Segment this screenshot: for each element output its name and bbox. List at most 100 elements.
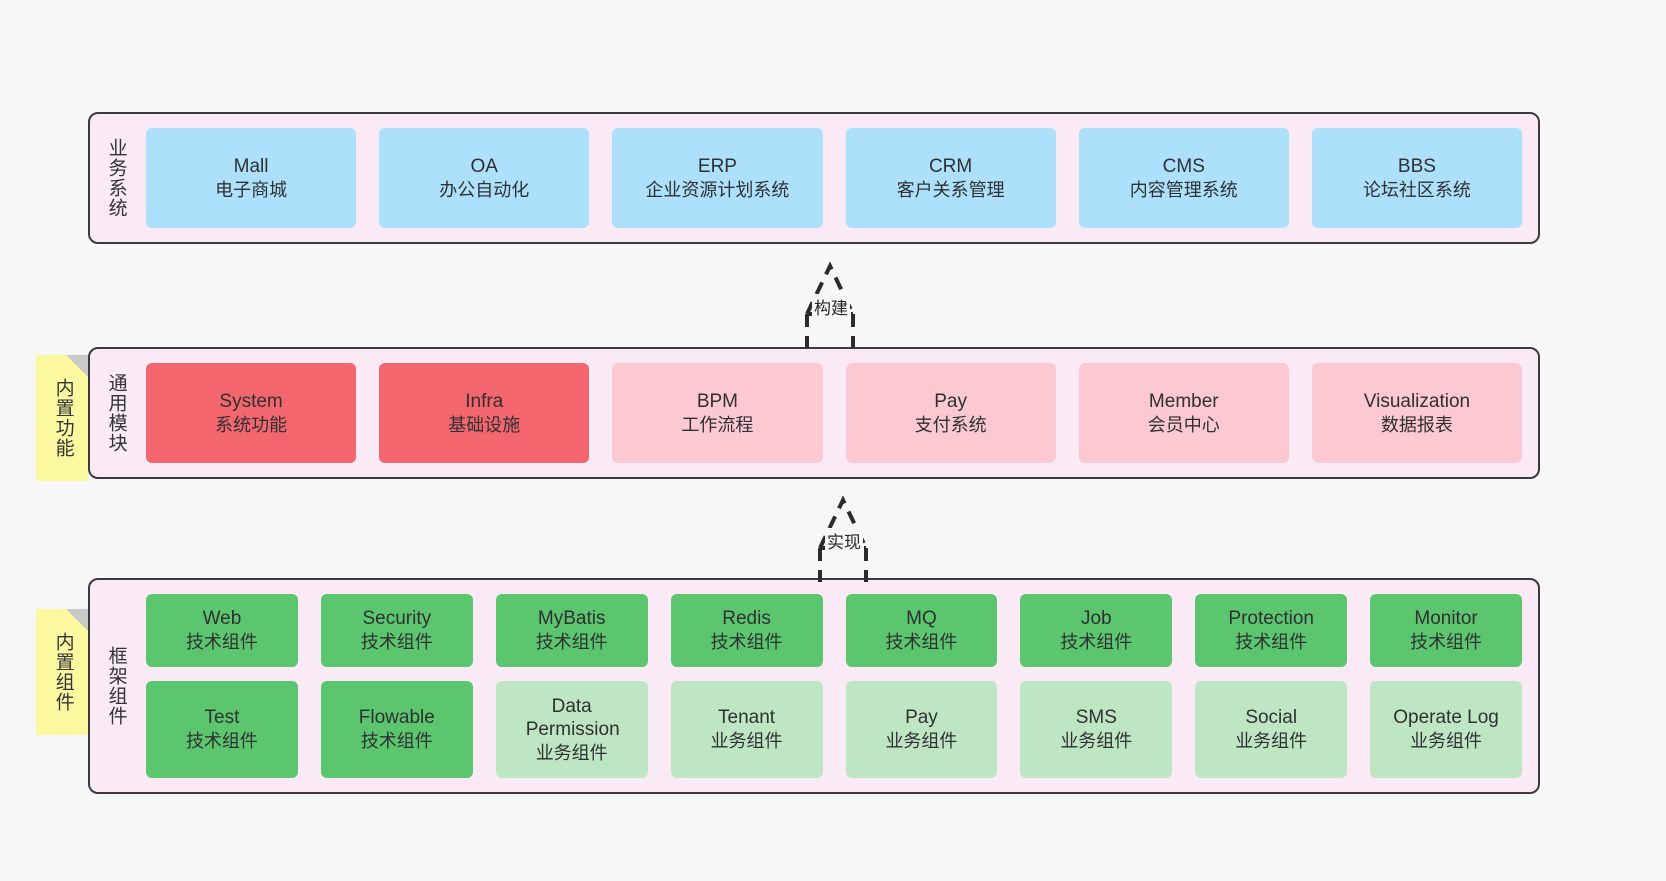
card-title: Social — [1245, 707, 1298, 729]
card-bpm[interactable]: BPM 工作流程 — [612, 363, 823, 463]
card-title: BBS — [1397, 155, 1436, 177]
card-infra[interactable]: Infra 基础设施 — [379, 363, 590, 463]
card-title: Data Permission — [525, 695, 620, 741]
card-sms[interactable]: SMS 业务组件 — [1020, 681, 1173, 778]
card-subtitle: 技术组件 — [1060, 632, 1133, 653]
card-title: Visualization — [1363, 390, 1471, 412]
card-subtitle: 基础设施 — [448, 414, 521, 435]
card-title: Monitor — [1414, 608, 1478, 630]
card-subtitle: 业务组件 — [1060, 731, 1133, 752]
layer-label-business-system: 业务系统 — [105, 138, 127, 218]
card-mall[interactable]: Mall 电子商城 — [146, 128, 357, 228]
card-test[interactable]: Test 技术组件 — [146, 681, 298, 778]
card-subtitle: 技术组件 — [535, 632, 608, 653]
layer-row: Test 技术组件 Flowable 技术组件 Data Permission … — [146, 681, 1522, 778]
card-flowable[interactable]: Flowable 技术组件 — [320, 681, 473, 778]
card-pay[interactable]: Pay 支付系统 — [845, 363, 1056, 463]
layer-body-common-module: System 系统功能 Infra 基础设施 BPM 工作流程 Pay 支付系统… — [142, 349, 1538, 477]
card-subtitle: 技术组件 — [360, 731, 433, 752]
layer-label-framework-component: 框架组件 — [105, 646, 127, 726]
card-title: Security — [362, 608, 432, 630]
card-subtitle: 技术组件 — [710, 632, 783, 653]
page-fold-icon — [66, 609, 88, 631]
card-operate-log[interactable]: Operate Log 业务组件 — [1370, 681, 1522, 778]
card-subtitle: 技术组件 — [885, 632, 958, 653]
card-social[interactable]: Social 业务组件 — [1195, 681, 1348, 778]
card-title: BPM — [696, 390, 739, 412]
card-title: MQ — [906, 608, 937, 630]
card-title: Pay — [905, 707, 938, 729]
card-redis[interactable]: Redis 技术组件 — [670, 594, 823, 668]
card-title: Pay — [934, 390, 967, 412]
card-bbs[interactable]: BBS 论坛社区系统 — [1311, 128, 1523, 228]
card-monitor[interactable]: Monitor 技术组件 — [1370, 594, 1522, 668]
card-oa[interactable]: OA 办公自动化 — [379, 128, 590, 228]
card-security[interactable]: Security 技术组件 — [320, 594, 473, 668]
card-subtitle: 业务组件 — [535, 743, 608, 764]
card-protection[interactable]: Protection 技术组件 — [1195, 594, 1348, 668]
card-title: Tenant — [718, 707, 776, 729]
card-erp[interactable]: ERP 企业资源计划系统 — [612, 128, 823, 228]
card-subtitle: 业务组件 — [710, 731, 783, 752]
card-crm[interactable]: CRM 客户关系管理 — [845, 128, 1056, 228]
card-title: CRM — [928, 155, 973, 177]
card-subtitle: 办公自动化 — [439, 179, 530, 200]
card-title: Member — [1148, 390, 1219, 412]
card-title: Redis — [722, 608, 771, 630]
layer-framework-component: 框架组件 Web 技术组件 Security 技术组件 MyBatis 技术组件… — [88, 578, 1540, 794]
layer-row: Web 技术组件 Security 技术组件 MyBatis 技术组件 Redi… — [146, 594, 1522, 668]
card-subtitle: 内容管理系统 — [1129, 179, 1238, 200]
page-fold-icon — [66, 355, 88, 377]
card-subtitle: 客户关系管理 — [896, 179, 1005, 200]
card-web[interactable]: Web 技术组件 — [146, 594, 298, 668]
card-tenant[interactable]: Tenant 业务组件 — [670, 681, 823, 778]
connector-implement: 实现 — [768, 492, 918, 582]
connector-label-implement: 实现 — [825, 528, 863, 553]
card-pay-component[interactable]: Pay 业务组件 — [845, 681, 998, 778]
card-title: Mall — [233, 155, 269, 177]
layer-label-common-module: 通用模块 — [105, 373, 127, 453]
note-builtin-function: 内置功能 — [36, 355, 88, 481]
card-subtitle: 工作流程 — [681, 414, 754, 435]
card-title: Operate Log — [1393, 707, 1499, 729]
note-builtin-component: 内置组件 — [36, 609, 88, 735]
note-text: 内置组件 — [52, 632, 74, 712]
card-title: System — [219, 390, 283, 412]
layer-row: Mall 电子商城 OA 办公自动化 ERP 企业资源计划系统 CRM 客户关系… — [146, 128, 1523, 228]
card-subtitle: 数据报表 — [1380, 414, 1453, 435]
card-title: SMS — [1075, 707, 1117, 729]
card-data-permission[interactable]: Data Permission 业务组件 — [495, 681, 648, 778]
card-subtitle: 技术组件 — [1235, 632, 1308, 653]
connector-label-build: 构建 — [812, 294, 850, 319]
layer-row: System 系统功能 Infra 基础设施 BPM 工作流程 Pay 支付系统… — [146, 363, 1523, 463]
card-mybatis[interactable]: MyBatis 技术组件 — [495, 594, 648, 668]
card-mq[interactable]: MQ 技术组件 — [845, 594, 998, 668]
card-title: Job — [1080, 608, 1112, 630]
card-subtitle: 技术组件 — [1410, 632, 1483, 653]
card-title: Web — [202, 608, 242, 630]
layer-body-framework-component: Web 技术组件 Security 技术组件 MyBatis 技术组件 Redi… — [142, 580, 1538, 792]
layer-business-system: 业务系统 Mall 电子商城 OA 办公自动化 ERP 企业资源计划系统 CRM… — [88, 112, 1540, 244]
card-subtitle: 论坛社区系统 — [1362, 179, 1471, 200]
card-member[interactable]: Member 会员中心 — [1078, 363, 1289, 463]
card-title: ERP — [697, 155, 737, 177]
card-title: CMS — [1162, 155, 1205, 177]
card-subtitle: 业务组件 — [885, 731, 958, 752]
connector-build: 构建 — [755, 258, 905, 348]
card-system[interactable]: System 系统功能 — [146, 363, 357, 463]
card-job[interactable]: Job 技术组件 — [1020, 594, 1173, 668]
card-subtitle: 系统功能 — [215, 414, 288, 435]
card-title: Infra — [465, 390, 504, 412]
card-cms[interactable]: CMS 内容管理系统 — [1078, 128, 1289, 228]
card-subtitle: 业务组件 — [1410, 731, 1483, 752]
card-subtitle: 支付系统 — [914, 414, 987, 435]
note-text: 内置功能 — [52, 378, 74, 458]
card-subtitle: 电子商城 — [215, 179, 288, 200]
card-visualization[interactable]: Visualization 数据报表 — [1311, 363, 1523, 463]
layer-common-module: 通用模块 System 系统功能 Infra 基础设施 BPM 工作流程 Pay… — [88, 347, 1540, 479]
card-title: MyBatis — [537, 608, 606, 630]
card-subtitle: 企业资源计划系统 — [645, 179, 790, 200]
card-subtitle: 会员中心 — [1147, 414, 1220, 435]
card-subtitle: 技术组件 — [185, 731, 258, 752]
